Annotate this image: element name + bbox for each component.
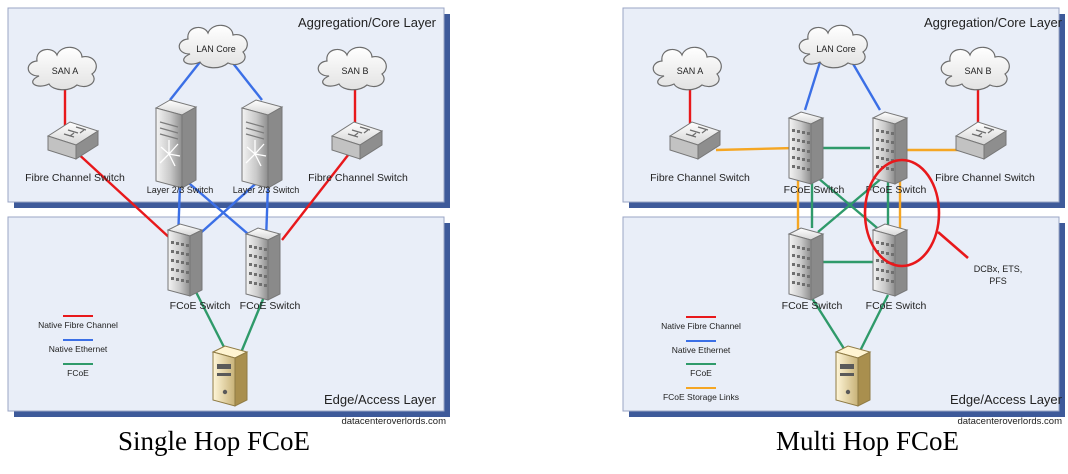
fcoe-edge-left-label: FCoE Switch bbox=[782, 300, 843, 312]
legend-fcoe: FCoE bbox=[690, 368, 712, 378]
legend: Native Fibre Channel Native Ethernet FCo… bbox=[661, 316, 741, 402]
san-a-label: SAN A bbox=[52, 66, 79, 76]
fc-switch-left-label: Fibre Channel Switch bbox=[650, 172, 750, 184]
link-fcoel-server bbox=[193, 289, 230, 356]
credit: datacenteroverlords.com bbox=[957, 416, 1062, 427]
link-fcoer-server bbox=[238, 291, 268, 356]
legend-fcoe: FCoE bbox=[67, 368, 89, 378]
edge-layer-label: Edge/Access Layer bbox=[950, 392, 1063, 407]
fcoe-switch-icon bbox=[788, 111, 824, 185]
callout-text-line1: DCBx, ETS, bbox=[974, 264, 1023, 274]
links bbox=[688, 61, 980, 356]
callout-pointer bbox=[937, 231, 969, 259]
lan-core-label: LAN Core bbox=[196, 44, 236, 54]
agg-layer-label: Aggregation/Core Layer bbox=[298, 15, 437, 30]
link-lan-l23l bbox=[169, 61, 201, 101]
legend-storage-links: FCoE Storage Links bbox=[663, 392, 739, 402]
san-a-label: SAN A bbox=[677, 66, 704, 76]
link-l23l-fcoer bbox=[182, 177, 256, 241]
fc-switch-right-label: Fibre Channel Switch bbox=[935, 172, 1035, 184]
l23-switch-icon bbox=[241, 99, 283, 189]
link-l23r-fcoel bbox=[194, 177, 263, 239]
fcoe-switch-icon bbox=[872, 223, 908, 297]
multi-hop-diagram: Aggregation/Core Layer Edge/Access Layer… bbox=[622, 7, 1065, 427]
legend-native-fc: Native Fibre Channel bbox=[661, 321, 741, 331]
link-edger-server bbox=[856, 294, 890, 356]
link-fcl-aggl bbox=[715, 146, 796, 152]
san-b-label: SAN B bbox=[341, 66, 368, 76]
link-lan-fcoeagg-r bbox=[850, 61, 882, 111]
callout-ellipse bbox=[863, 158, 941, 268]
link-lan-l23r bbox=[231, 61, 263, 101]
agg-layer-label: Aggregation/Core Layer bbox=[924, 15, 1063, 30]
l23-right-label: Layer 2/3 Switch bbox=[233, 185, 300, 195]
fcoe-agg-right-label: FCoE Switch bbox=[866, 184, 927, 196]
fcoe-switch-icon bbox=[167, 223, 203, 297]
link-aggr-edgel bbox=[817, 177, 883, 233]
fc-switch-right-label: Fibre Channel Switch bbox=[308, 172, 408, 184]
link-lan-fcoeagg-l bbox=[803, 61, 822, 111]
links bbox=[63, 61, 357, 356]
legend-native-eth: Native Ethernet bbox=[49, 344, 108, 354]
san-b-label: SAN B bbox=[964, 66, 991, 76]
fcoe-left-label: FCoE Switch bbox=[170, 300, 231, 312]
server-icon bbox=[212, 345, 248, 407]
fc-switch-left-label: Fibre Channel Switch bbox=[25, 172, 125, 184]
fcoe-switch-icon bbox=[788, 227, 824, 301]
fcoe-switch-icon bbox=[245, 227, 281, 301]
callout-text-line2: PFS bbox=[989, 276, 1007, 286]
legend: Native Fibre Channel Native Ethernet FCo… bbox=[38, 315, 118, 378]
fcoe-edge-right-label: FCoE Switch bbox=[866, 300, 927, 312]
link-edgel-server bbox=[808, 294, 850, 356]
fcoe-right-label: FCoE Switch bbox=[240, 300, 301, 312]
credit: datacenteroverlords.com bbox=[341, 416, 446, 427]
edge-layer-label: Edge/Access Layer bbox=[324, 392, 437, 407]
link-fcr-fcoer bbox=[281, 149, 353, 241]
l23-left-label: Layer 2/3 Switch bbox=[147, 185, 214, 195]
server-icon bbox=[835, 345, 871, 407]
fcoe-agg-left-label: FCoE Switch bbox=[784, 184, 845, 196]
lan-core-label: LAN Core bbox=[816, 44, 856, 54]
link-fcl-fcoel bbox=[73, 149, 173, 241]
legend-native-fc: Native Fibre Channel bbox=[38, 320, 118, 330]
caption-single-hop: Single Hop FCoE bbox=[118, 426, 311, 456]
caption-multi-hop: Multi Hop FCoE bbox=[776, 426, 960, 456]
l23-switch-icon bbox=[155, 99, 197, 189]
legend-native-eth: Native Ethernet bbox=[672, 345, 731, 355]
single-hop-diagram: Aggregation/Core Layer Edge/Access Layer… bbox=[7, 7, 450, 427]
